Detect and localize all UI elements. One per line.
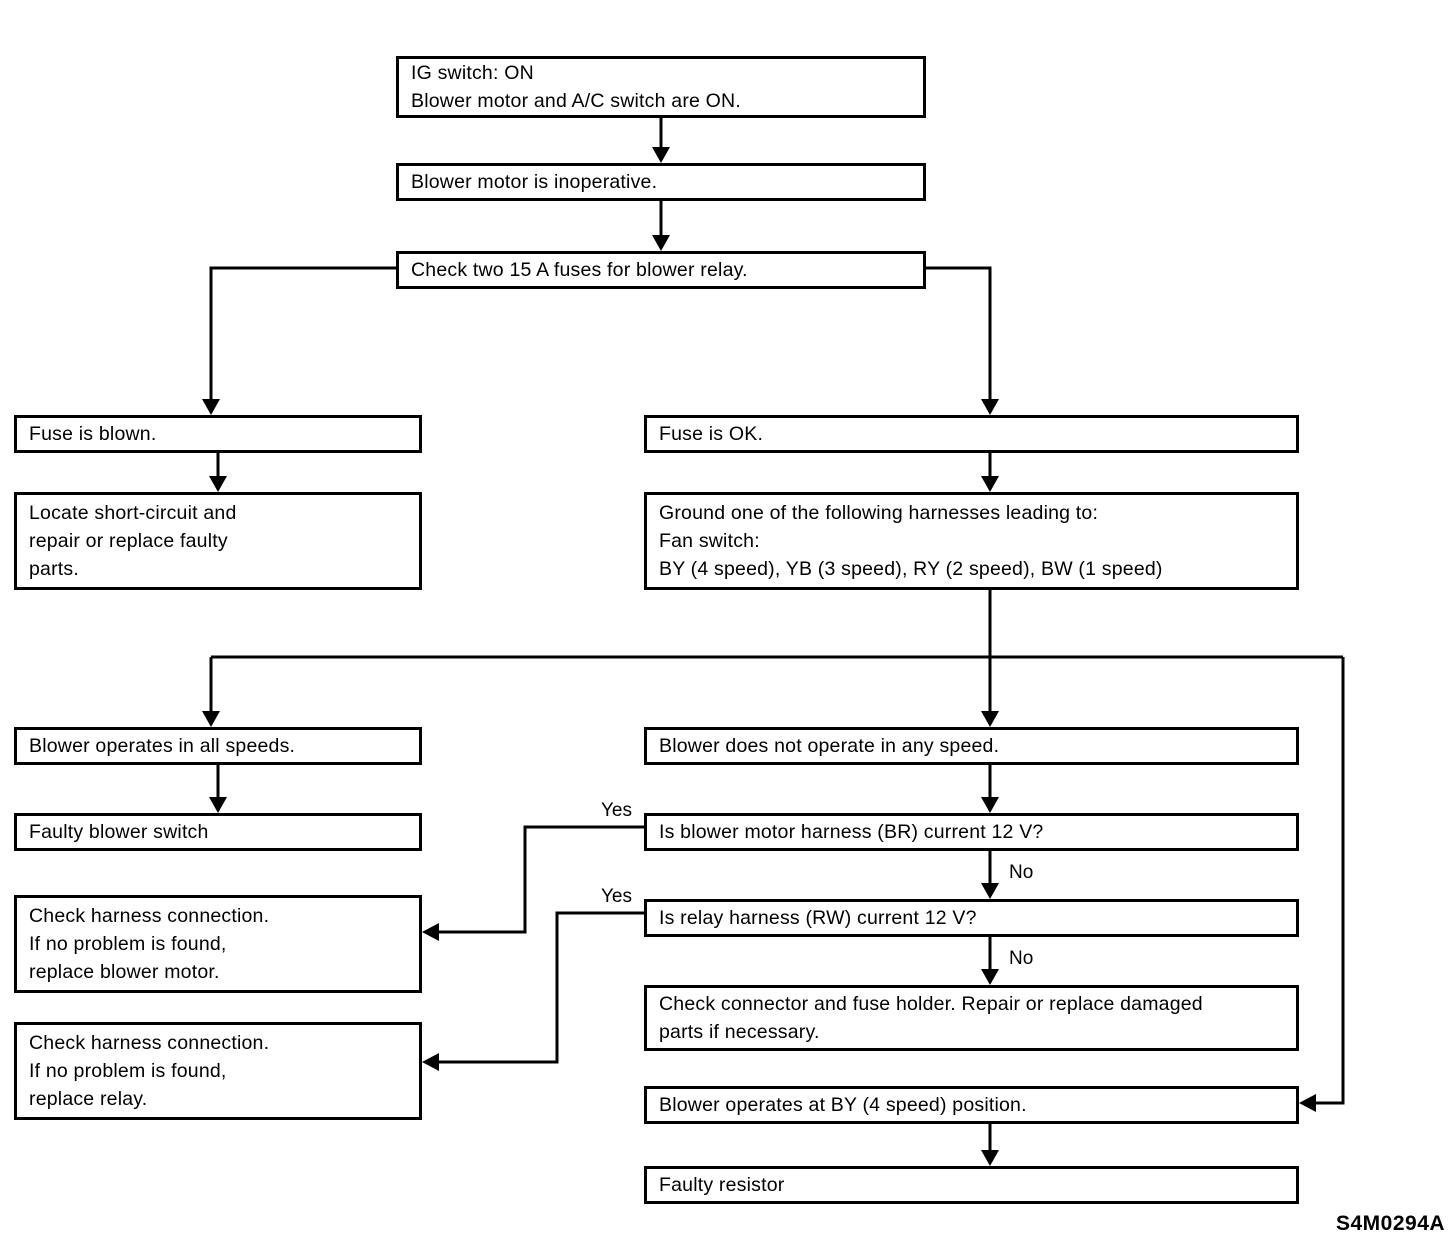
node-text-line: Ground one of the following harnesses le… (659, 502, 1099, 524)
node-text-line: parts. (29, 558, 79, 580)
edge-all-speeds-to-faulty-switch-arrowhead (209, 797, 227, 813)
edge-fuse-ok-to-ground-arrowhead (981, 476, 999, 492)
edge-q-rw-yes-to-check-relay (430, 911, 644, 1064)
edge-by-position-to-faulty-resistor-arrowhead (981, 1150, 999, 1166)
node-text-line: replace relay. (29, 1088, 148, 1110)
node-blower-inoperative: Blower motor is inoperative. (396, 163, 926, 201)
node-text-line: Blower motor and A/C switch are ON. (411, 90, 741, 112)
node-text-line: Blower motor is inoperative. (411, 171, 658, 193)
node-text-line: Is blower motor harness (BR) current 12 … (659, 821, 1044, 843)
edge-check-fuses-left-split (209, 266, 396, 407)
node-faulty-blower-switch: Faulty blower switch (14, 813, 422, 851)
node-check-two-15a-fuses: Check two 15 A fuses for blower relay. (396, 251, 926, 289)
edge-q-rw-no-to-check-connector-arrowhead (981, 969, 999, 985)
edge-bus-to-all-speeds-arrowhead (202, 711, 220, 727)
edge-check-fuses-right-split (926, 266, 992, 407)
edge-symptom-to-check-fuses-arrowhead (652, 235, 670, 251)
node-blower-operates-all-speeds: Blower operates in all speeds. (14, 727, 422, 765)
node-text-line: parts if necessary. (659, 1021, 820, 1043)
node-text-line: Blower operates at BY (4 speed) position… (659, 1094, 1027, 1116)
node-text-line: Check connector and fuse holder. Repair … (659, 993, 1203, 1015)
edge-no-speed-to-q-br-arrowhead (981, 797, 999, 813)
node-text-line: Faulty resistor (659, 1174, 785, 1196)
node-ig-switch-on: IG switch: ON Blower motor and A/C switch… (396, 56, 926, 118)
node-question-relay-harness-rw: Is relay harness (RW) current 12 V? (644, 899, 1299, 937)
node-text-line: Locate short-circuit and (29, 502, 237, 524)
node-check-harness-replace-relay: Check harness connection. If no problem i… (14, 1022, 422, 1120)
edge-q-rw-yes-to-check-relay-arrowhead (422, 1053, 439, 1071)
node-text-line: Check harness connection. (29, 905, 270, 927)
node-locate-short-circuit: Locate short-circuit and repair or replac… (14, 492, 422, 590)
edge-label-no-rw: No (1009, 948, 1034, 969)
edge-fuse-blown-to-locate-arrowhead (209, 476, 227, 492)
node-faulty-resistor: Faulty resistor (644, 1166, 1299, 1204)
node-blower-operates-by-4-speed: Blower operates at BY (4 speed) position… (644, 1086, 1299, 1124)
edge-q-br-no-to-q-rw-arrowhead (981, 883, 999, 899)
edge-check-fuses-left-split-arrowhead (202, 399, 220, 415)
node-text-line: If no problem is found, (29, 933, 227, 955)
node-text-line: Blower does not operate in any speed. (659, 735, 1000, 757)
edge-start-to-symptom-arrowhead (652, 147, 670, 163)
edge-q-br-yes-to-check-motor-arrowhead (422, 923, 439, 941)
node-text-line: Faulty blower switch (29, 821, 209, 843)
node-fuse-is-blown: Fuse is blown. (14, 415, 422, 453)
node-text-line: repair or replace faulty (29, 530, 228, 552)
node-text-line: Check harness connection. (29, 1032, 270, 1054)
node-text-line: IG switch: ON (411, 62, 534, 84)
node-text-line: Fuse is blown. (29, 423, 157, 445)
node-ground-harnesses: Ground one of the following harnesses le… (644, 492, 1299, 590)
edge-q-br-yes-to-check-motor (430, 825, 644, 934)
reference-code: S4M0294A (1336, 1212, 1446, 1235)
node-text-line: Blower operates in all speeds. (29, 735, 296, 757)
edge-label-yes-rw: Yes (601, 886, 632, 907)
edge-label-no-br: No (1009, 862, 1034, 883)
node-text-line: Fan switch: (659, 530, 760, 552)
node-blower-does-not-operate: Blower does not operate in any speed. (644, 727, 1299, 765)
edge-bus-right-to-by-position (1307, 657, 1345, 1105)
node-text-line: If no problem is found, (29, 1060, 227, 1082)
edge-bus-to-no-speed-arrowhead (981, 711, 999, 727)
node-text-line: Is relay harness (RW) current 12 V? (659, 907, 977, 929)
edge-bus-right-to-by-position-arrowhead (1299, 1094, 1316, 1112)
node-check-connector-fuse-holder: Check connector and fuse holder. Repair … (644, 985, 1299, 1051)
node-text-line: Check two 15 A fuses for blower relay. (411, 259, 748, 281)
node-check-harness-replace-blower-motor: Check harness connection. If no problem i… (14, 895, 422, 993)
node-text-line: Fuse is OK. (659, 423, 764, 445)
edge-label-yes-br: Yes (601, 800, 632, 821)
node-text-line: BY (4 speed), YB (3 speed), RY (2 speed)… (659, 558, 1163, 580)
node-text-line: replace blower motor. (29, 961, 220, 983)
edge-check-fuses-right-split-arrowhead (981, 399, 999, 415)
node-fuse-is-ok: Fuse is OK. (644, 415, 1299, 453)
node-question-blower-motor-harness-br: Is blower motor harness (BR) current 12 … (644, 813, 1299, 851)
